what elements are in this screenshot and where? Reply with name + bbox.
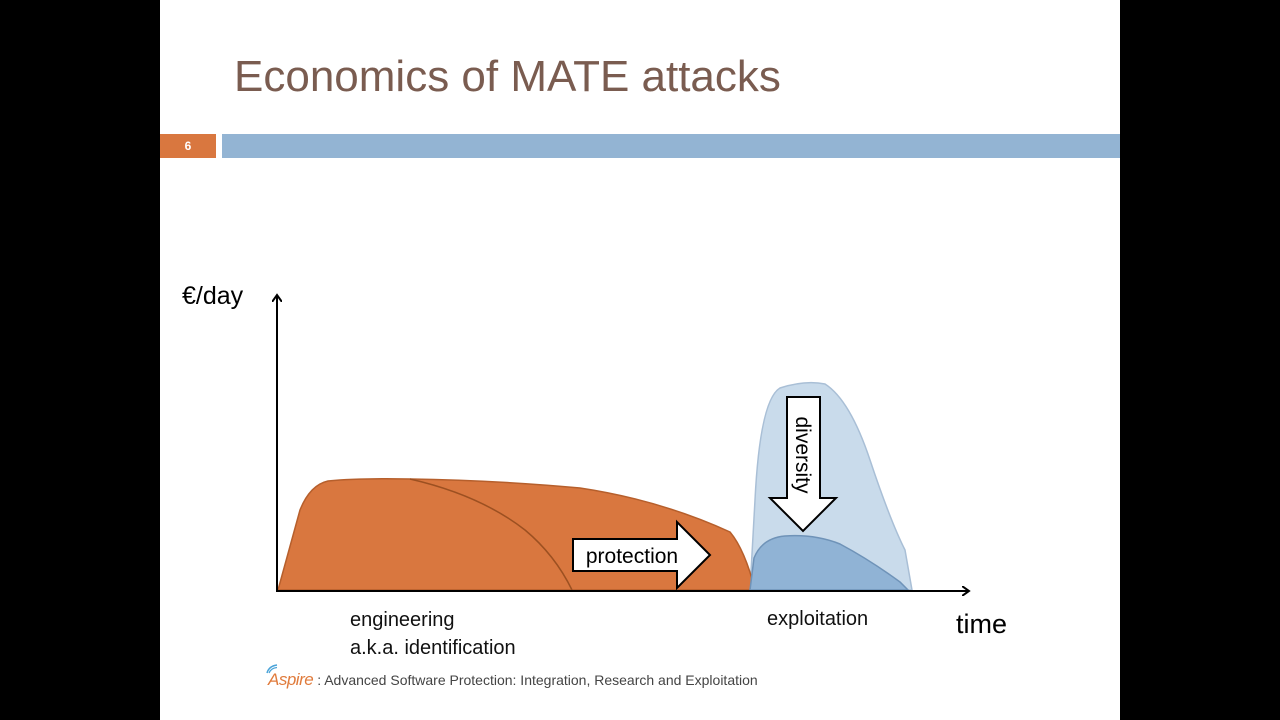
protection-label: protection: [586, 545, 678, 568]
protection-arrow: [572, 519, 712, 591]
slide-title: Economics of MATE attacks: [234, 52, 781, 101]
aspire-logo: Aspire: [266, 664, 314, 690]
engineering-label: engineering: [350, 609, 455, 631]
y-axis-label: €/day: [182, 282, 244, 310]
diversity-label: diversity: [791, 416, 814, 494]
exploitation-protected-area: [749, 534, 910, 591]
exploitation-label: exploitation: [767, 608, 868, 630]
aspire-logo-text: Aspire: [268, 670, 314, 689]
slide-number: 6: [160, 134, 216, 158]
title-underline-bar: [222, 134, 1120, 158]
mate-economics-diagram: protection diversity €/day time engineer…: [182, 282, 1007, 659]
x-axis-label: time: [956, 609, 1007, 639]
aspire-logo-arc-icon: [266, 664, 278, 674]
footer-text: : Advanced Software Protection: Integrat…: [317, 672, 758, 688]
engineering-inner-curve: [409, 478, 573, 591]
diversity-arrow: [767, 396, 839, 533]
footer: Aspire : Advanced Software Protection: I…: [266, 664, 758, 690]
identification-label: a.k.a. identification: [350, 637, 516, 659]
slide: Economics of MATE attacks 6 protection d…: [160, 0, 1120, 720]
